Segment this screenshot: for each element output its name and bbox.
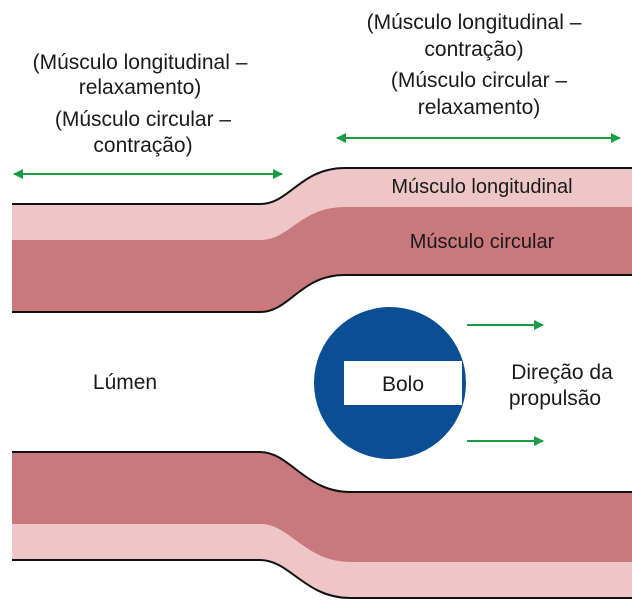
lumen-label: Lúmen xyxy=(93,371,157,394)
left-label-line1: (Músculo longitudinal – xyxy=(33,51,248,74)
left-label-line2: relaxamento) xyxy=(79,76,202,99)
bolus-label: Bolo xyxy=(382,373,424,396)
right-region-label: (Músculo longitudinal – contração) (Músc… xyxy=(367,11,582,119)
circular-layer-label: Músculo circular xyxy=(410,231,555,253)
right-label-line2: contração) xyxy=(424,38,523,61)
direction-label-line2: propulsão xyxy=(509,387,601,410)
longitudinal-layer-label: Músculo longitudinal xyxy=(391,176,572,198)
right-label-line4: relaxamento) xyxy=(418,96,541,119)
right-label-line3: (Músculo circular – xyxy=(391,69,568,92)
left-label-line4: contração) xyxy=(93,134,192,157)
right-label-line1: (Músculo longitudinal – xyxy=(367,11,582,34)
left-region-label: (Músculo longitudinal – relaxamento) (Mú… xyxy=(33,51,248,157)
direction-label-line1: Direção da xyxy=(511,361,613,384)
left-label-line3: (Músculo circular – xyxy=(55,108,232,131)
